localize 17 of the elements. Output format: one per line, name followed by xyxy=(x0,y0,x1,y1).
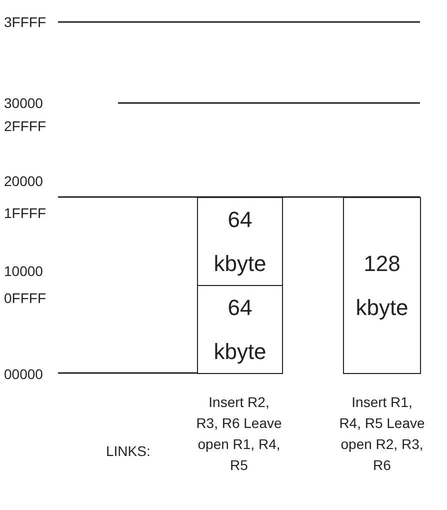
links-heading: LINKS: xyxy=(106,443,150,459)
link-setting-note: Insert R1, R4, R5 Leave open R2, R3, R6 xyxy=(339,393,425,475)
memory-block xyxy=(343,197,421,374)
address-label: 2FFFF xyxy=(4,118,46,134)
address-label: 00000 xyxy=(4,366,43,382)
block-size-label: 64 kbyte xyxy=(212,206,268,278)
link-setting-note: Insert R2, R3, R6 Leave open R1, R4, R5 xyxy=(196,393,282,475)
address-label: 3FFFF xyxy=(4,14,46,30)
address-label: 0FFFF xyxy=(4,290,46,306)
address-label: 10000 xyxy=(4,263,43,279)
address-label: 1FFFF xyxy=(4,205,46,221)
block-size-label: 128 kbyte xyxy=(354,250,410,322)
block-size-label: 64 kbyte xyxy=(212,294,268,366)
address-label: 20000 xyxy=(4,173,43,189)
address-label: 30000 xyxy=(4,95,43,111)
memory-block xyxy=(197,197,283,286)
memory-block xyxy=(197,285,283,374)
